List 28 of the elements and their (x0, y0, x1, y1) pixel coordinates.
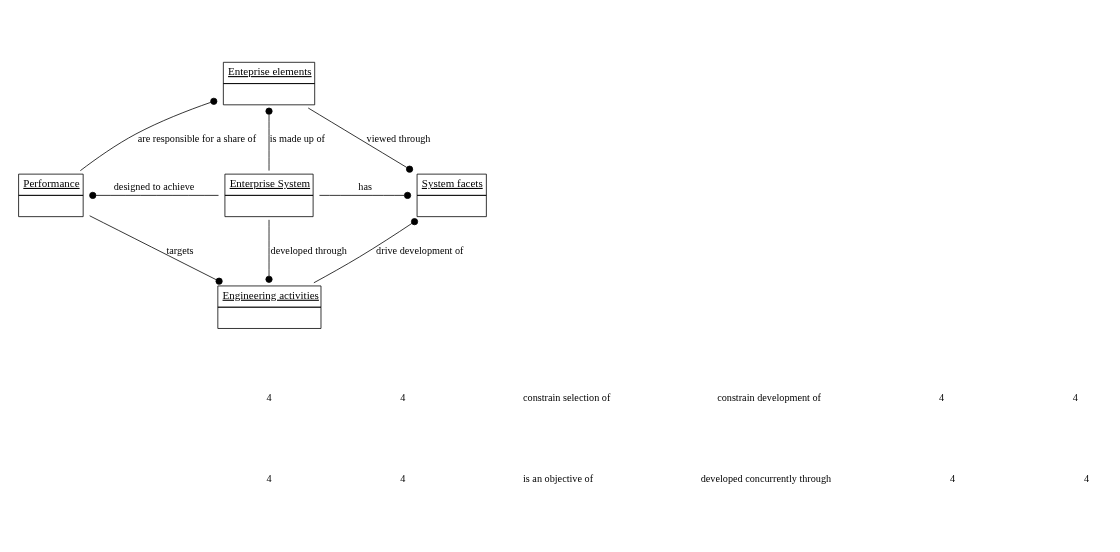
connector (89, 214, 223, 285)
connector (265, 218, 273, 283)
label: is an objective of (522, 472, 594, 484)
label: constrain selection of (522, 391, 611, 403)
label: 4 (266, 472, 272, 484)
label: 4 (1072, 391, 1078, 403)
edge-label: drive development of (376, 244, 464, 256)
edge-label: has (358, 180, 372, 192)
connector (265, 107, 273, 171)
connector (313, 217, 419, 283)
edge-label: are responsible for a share of (137, 132, 257, 144)
label: 4 (400, 472, 406, 484)
edge-label: is made up of (269, 132, 326, 144)
label: developed concurrently through (700, 472, 832, 484)
connector (89, 191, 219, 199)
connector (319, 191, 412, 199)
edge-label: designed to achieve (113, 180, 195, 192)
label: constrain development of (717, 391, 822, 403)
edge-label: viewed through (366, 132, 431, 144)
connector (307, 107, 414, 173)
label: 4 (400, 391, 406, 403)
connector (79, 97, 218, 171)
label: 4 (1083, 472, 1089, 484)
edge-label: targets (166, 244, 194, 256)
edge-label: developed through (270, 244, 347, 256)
label: 4 (266, 391, 272, 403)
label: 4 (938, 391, 945, 403)
label: 4 (950, 472, 956, 484)
